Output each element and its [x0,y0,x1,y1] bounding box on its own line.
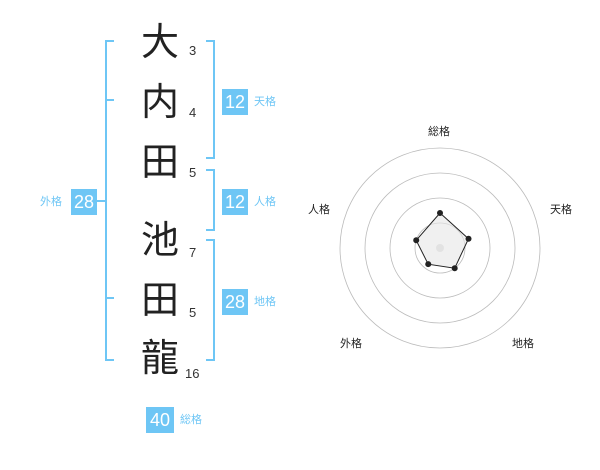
stroke-count-2: 4 [189,105,197,120]
chikaku-value-badge: 28 [222,289,248,315]
tenkaku-value-badge: 12 [222,89,248,115]
radar-point-2 [465,235,472,242]
name-char-1: 大 [140,20,179,64]
name-char-2: 内 [140,80,179,124]
radar-ring-3 [364,172,516,324]
soukaku-value-badge: 40 [146,407,174,433]
gaikaku-label: 外格 [40,195,62,208]
radar-axis-label-jinkaku: 人格 [308,203,330,216]
name-char-6: 龍 [140,336,179,380]
radar-point-4 [425,261,432,268]
chikaku-bracket [206,239,215,361]
stroke-count-6: 16 [185,366,200,381]
gaikaku-value-badge: 28 [71,189,97,215]
jinkaku-label: 人格 [254,195,276,208]
jinkaku-value-badge: 12 [222,189,248,215]
radar-data-polygon [415,212,470,269]
radar-axis-label-gaikaku: 外格 [340,337,362,350]
radar-point-5 [413,237,420,244]
stroke-count-3: 5 [189,165,197,180]
tenkaku-label: 天格 [254,95,276,108]
radar-point-3 [451,265,458,272]
radar-point-1 [437,210,443,216]
radar-axis-label-tenkaku: 天格 [550,203,572,216]
stroke-count-1: 3 [189,43,197,58]
name-char-5: 田 [140,278,179,322]
tenkaku-bracket [206,40,215,159]
radar-ring-2 [389,197,491,299]
radar-ring-4 [339,147,541,349]
name-char-3: 田 [140,140,179,184]
name-char-4: 池 [140,218,179,262]
stroke-count-4: 7 [189,245,197,260]
jinkaku-bracket [206,169,215,231]
stroke-count-5: 5 [189,305,197,320]
radar-axis-label-soukaku: 総格 [428,125,450,138]
soukaku-label: 総格 [180,413,202,426]
radar-axis-label-chikaku: 地格 [512,337,534,350]
chikaku-label: 地格 [254,295,276,308]
